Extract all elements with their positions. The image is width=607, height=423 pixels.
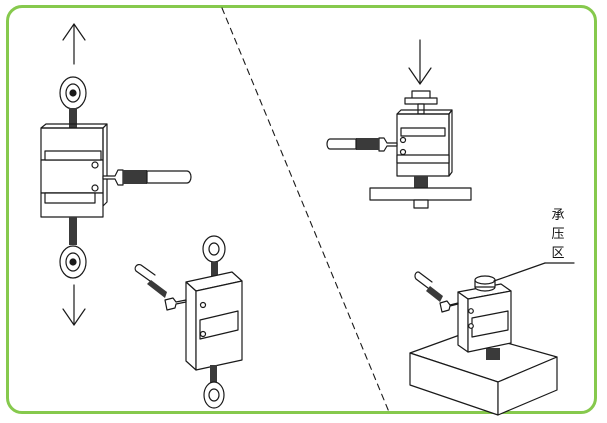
callout-char-3: 区: [551, 246, 565, 261]
tension-arrow-down: [62, 284, 86, 326]
compression-sensor-view: [326, 39, 472, 209]
cable-connector-left: [102, 169, 192, 186]
callout-char-2: 压: [551, 227, 565, 242]
tension-sensor-view: [40, 23, 192, 326]
callout-label: 承 压 区: [546, 206, 570, 263]
tension-arrow-up: [62, 23, 86, 65]
tension-sensor-isometric: [134, 235, 243, 409]
callout-leader: [493, 262, 575, 282]
divider-line: [221, 7, 390, 413]
rod-end-bottom: [59, 217, 87, 279]
s-beam-load-cell: [40, 123, 108, 218]
callout-char-1: 承: [551, 208, 565, 223]
figure-frame: [6, 5, 597, 414]
compression-sensor-isometric: [409, 271, 558, 416]
rod-end-top: [59, 76, 87, 132]
compression-arrow-down: [408, 39, 432, 85]
